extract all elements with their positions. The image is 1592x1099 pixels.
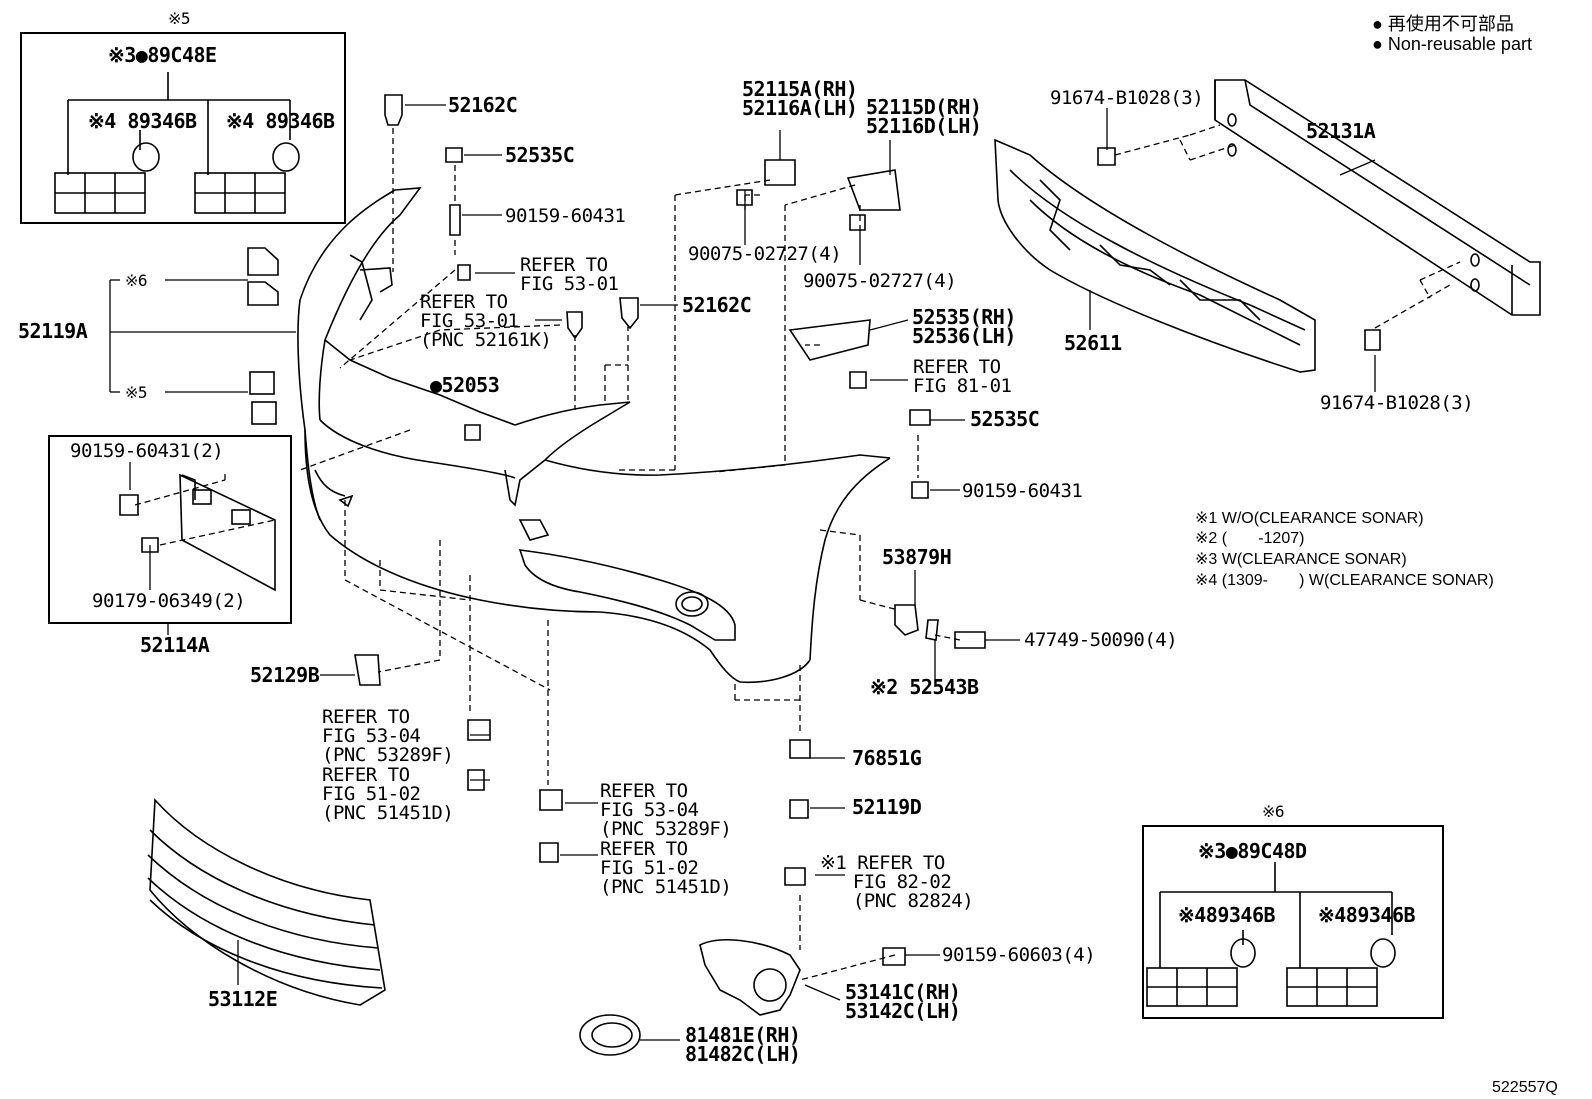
part-52053: ●52053 — [430, 373, 500, 397]
box6-top-part: ※3●89C48D — [1198, 839, 1307, 863]
refer-fig-53-01-a: REFER TO FIG 53-01 — [520, 254, 619, 295]
note-4: ※4 (1309- ) W(CLEARANCE SONAR) — [1195, 572, 1494, 589]
note-3: ※3 W(CLEARANCE SONAR) — [1195, 551, 1407, 568]
part-90075-02727-b: 90075-02727(4) — [803, 270, 957, 292]
plate-clip-label: 90179-06349(2) — [92, 590, 246, 612]
legend-en: ● Non-reusable part — [1372, 34, 1532, 54]
energy-absorber-drawing — [994, 138, 1316, 373]
part-90159-60603: 90159-60603(4) — [942, 944, 1096, 966]
note-1: ※1 W/O(CLEARANCE SONAR) — [1195, 510, 1424, 527]
part-91674-B1028-top: 91674-B1028(3) — [1050, 87, 1204, 109]
part-52114A: 52114A — [140, 633, 210, 657]
box6-drawing — [1146, 862, 1396, 1007]
legend-jp: ● 再使用不可部品 — [1372, 14, 1514, 34]
grille-drawing — [147, 798, 386, 1006]
box5-marker: ※5 — [168, 9, 191, 28]
refer-fig-82-02: ※1 REFER TO FIG 82-02 (PNC 82824) — [820, 852, 974, 912]
part-52119D: 52119D — [852, 795, 922, 819]
license-bracket-drawing — [179, 473, 276, 592]
marker-6: ※6 — [125, 271, 148, 290]
solid-leaders — [109, 104, 1376, 1041]
part-81481E-81482C: 81481E(RH) 81482C(LH) — [685, 1023, 801, 1066]
part-90159-60431-right: 90159-60431 — [962, 480, 1083, 502]
box6-right-part: ※489346B — [1318, 903, 1416, 927]
note-2: ※2 ( -1207) — [1195, 530, 1305, 547]
part-47749-50090: 47749-50090(4) — [1024, 629, 1178, 651]
part-52119A: 52119A — [18, 319, 88, 343]
part-52543B: ※2 52543B — [870, 675, 979, 699]
box5-frame — [20, 32, 346, 224]
refer-fig-51-02-a: REFER TO FIG 51-02 (PNC 51451D) — [322, 764, 454, 824]
bumper-cover-drawing — [297, 187, 891, 684]
box6-left-part: ※489346B — [1178, 903, 1276, 927]
box5-top-part: ※3●89C48E — [108, 43, 217, 67]
part-52535C-right: 52535C — [970, 407, 1040, 431]
part-91674-B1028-bottom: 91674-B1028(3) — [1320, 392, 1474, 414]
part-90075-02727-a: 90075-02727(4) — [688, 243, 842, 265]
plate-box-frame — [48, 435, 292, 624]
marker-5: ※5 — [125, 383, 148, 402]
fog-bracket-drawing — [699, 939, 801, 1016]
box6-marker: ※6 — [1262, 802, 1285, 821]
refer-fig-51-02-b: REFER TO FIG 51-02 (PNC 51451D) — [600, 838, 732, 898]
refer-fig-53-04-b: REFER TO FIG 53-04 (PNC 53289F) — [600, 780, 732, 840]
refer-fig-53-04-a: REFER TO FIG 53-04 (PNC 53289F) — [322, 706, 454, 766]
fog-cover-drawing — [579, 1014, 641, 1056]
part-52162C-mid: 52162C — [682, 293, 752, 317]
part-90159-60431-top: 90159-60431 — [505, 205, 626, 227]
refer-fig-53-01-b: REFER TO FIG 53-01 (PNC 52161K) — [420, 291, 552, 351]
diagram-id: 522557Q — [1492, 1079, 1558, 1096]
reinforcement-beam-drawing — [1214, 79, 1541, 316]
refer-fig-81-01: REFER TO FIG 81-01 — [913, 356, 1012, 397]
box5-left-part: ※4 89346B — [88, 109, 197, 133]
part-52611: 52611 — [1064, 331, 1122, 355]
part-52162C-top: 52162C — [448, 93, 518, 117]
part-52535-52536: 52535(RH) 52536(LH) — [912, 305, 1016, 348]
dashed-leaders — [134, 124, 1461, 981]
box6-frame — [1142, 825, 1444, 1019]
plate-bolt-label: 90159-60431(2) — [70, 440, 224, 462]
part-52535C-top: 52535C — [505, 143, 575, 167]
part-53879H: 53879H — [882, 545, 952, 569]
part-76851G: 76851G — [852, 746, 922, 770]
box5-right-part: ※4 89346B — [226, 109, 335, 133]
part-52115D: 52115D(RH) 52116D(LH) — [866, 95, 982, 138]
part-53141C-53142C: 53141C(RH) 53142C(LH) — [845, 980, 961, 1023]
box5-drawing — [54, 72, 300, 214]
fasteners-drawing — [119, 94, 1381, 966]
part-52129B: 52129B — [250, 663, 320, 687]
part-52115A: 52115A(RH) 52116A(LH) — [742, 77, 858, 120]
part-53112E: 53112E — [208, 987, 278, 1011]
part-52131A: 52131A — [1306, 119, 1376, 143]
